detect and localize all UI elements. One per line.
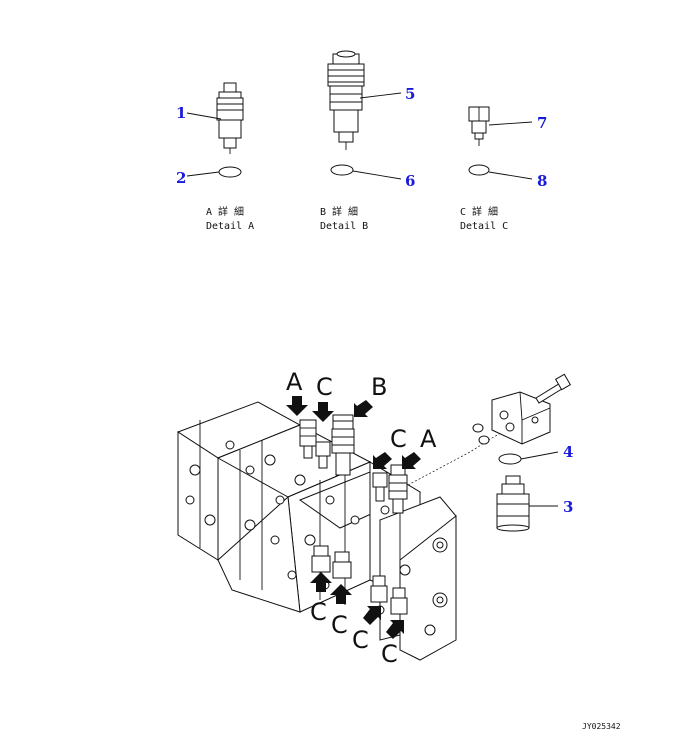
callout-3: 3 — [563, 498, 573, 516]
marker-c-bottom-1: C — [310, 598, 327, 626]
small-o-ring-1 — [472, 423, 484, 433]
assembly-line — [407, 417, 529, 486]
arrow-c-bottom-4 — [386, 620, 404, 639]
leader-line-6 — [352, 170, 402, 180]
marker-a-top: A — [286, 368, 303, 396]
callout-2: 2 — [176, 169, 186, 187]
leader-line-2 — [186, 171, 220, 177]
marker-a-right: A — [420, 425, 437, 453]
part-1-relief-valve — [216, 82, 244, 154]
leader-line-5 — [359, 92, 402, 99]
small-o-ring-2 — [478, 435, 490, 445]
callout-7: 7 — [537, 114, 547, 132]
arrow-c-bottom-3 — [363, 606, 381, 625]
arrow-a-top — [286, 396, 308, 416]
marker-c-bottom-3: C — [352, 626, 369, 654]
callout-6: 6 — [405, 172, 415, 190]
arrow-c-bottom-2 — [330, 584, 352, 604]
marker-c-bottom-2: C — [331, 611, 348, 639]
part-4-o-ring — [498, 453, 522, 465]
callout-5: 5 — [405, 85, 415, 103]
marker-b-top: B — [371, 373, 387, 401]
marker-c-bottom-4: C — [381, 640, 398, 668]
detail-b-jp: B 詳 細 — [320, 205, 358, 218]
detail-c-jp: C 詳 細 — [460, 205, 498, 218]
installed-valve-a-top — [299, 419, 317, 459]
part-6-o-ring — [330, 164, 354, 176]
part-8-o-ring — [468, 164, 490, 176]
detail-a-jp: A 詳 細 — [206, 205, 244, 218]
arrow-b-top — [354, 400, 373, 417]
detail-b-en: Detail B — [320, 221, 368, 232]
arrow-c-bottom-1 — [310, 572, 332, 592]
part-7-plug — [468, 106, 490, 146]
control-valve-block — [176, 401, 457, 661]
callout-8: 8 — [537, 172, 547, 190]
installed-plugs-c-bottom — [311, 545, 408, 615]
part-5-relief-valve — [327, 50, 365, 150]
marker-c-right: C — [390, 425, 407, 453]
installed-plug-c-top — [315, 441, 331, 469]
leader-line-4 — [520, 451, 559, 460]
installed-valve-b-top — [331, 414, 355, 476]
arrow-c-right — [373, 452, 392, 469]
detail-c-en: Detail C — [460, 221, 508, 232]
marker-c-top: C — [316, 373, 333, 401]
flange-block — [491, 391, 551, 445]
arrow-c-top — [312, 402, 334, 422]
callout-1: 1 — [176, 104, 186, 122]
leader-line-7 — [488, 121, 533, 126]
callout-4: 4 — [563, 443, 573, 461]
installed-valve-a-right — [388, 464, 408, 514]
leader-line-8 — [488, 171, 533, 180]
part-3-relief-valve — [496, 475, 530, 532]
installed-plug-c-right — [372, 472, 388, 502]
arrow-a-right — [402, 452, 421, 469]
part-2-o-ring — [218, 166, 242, 178]
detail-a-en: Detail A — [206, 221, 254, 232]
bolt — [535, 373, 572, 404]
leader-line-1 — [186, 112, 222, 120]
figure-code: JY025342 — [582, 722, 621, 731]
